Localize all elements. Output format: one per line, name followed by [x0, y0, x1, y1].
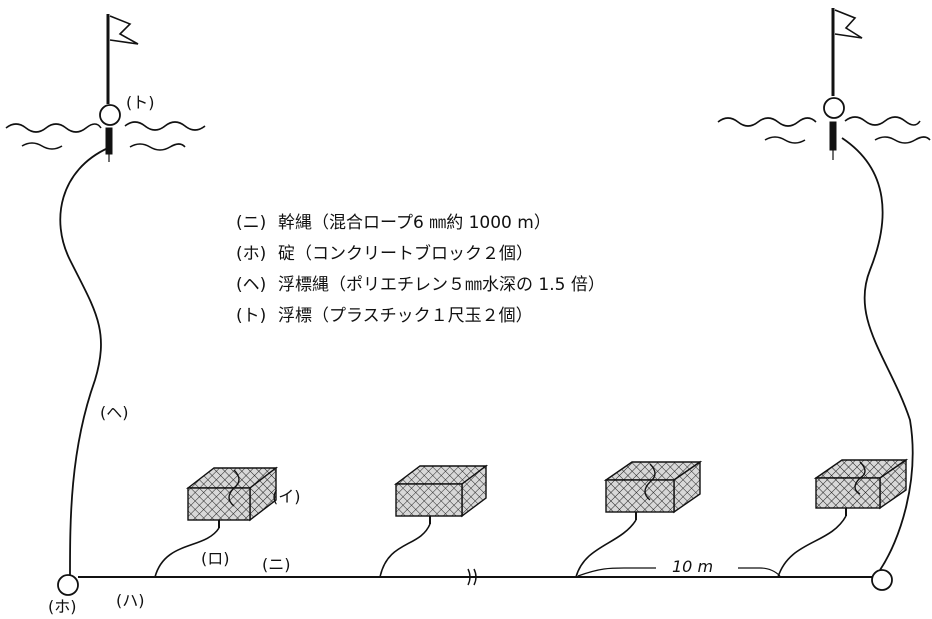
legend-key: (ヘ) — [236, 275, 267, 295]
legend-key: (ニ) — [236, 213, 267, 233]
float-buoy-left — [99, 14, 139, 162]
legend: (ニ) 幹縄（混合ロープ6 ㎜約 1000 m） (ホ) 碇（コンクリートブロック２… — [236, 208, 605, 332]
float-buoy-right — [823, 8, 863, 160]
anchor-left — [57, 574, 79, 596]
legend-text: 浮標縄（ポリエチレン５㎜水深の 1.5 倍） — [278, 275, 605, 295]
trap-1 — [154, 466, 279, 578]
legend-item-float-line: (ヘ) 浮標縄（ポリエチレン５㎜水深の 1.5 倍） — [236, 270, 605, 301]
anchor-right — [871, 569, 893, 591]
legend-item-anchor: (ホ) 碇（コンクリートブロック２個） — [236, 239, 605, 270]
spacing-dimension — [577, 567, 781, 577]
trap-4 — [777, 458, 909, 578]
float-line-left — [59, 147, 109, 577]
label-float-line: (ヘ) — [100, 403, 129, 422]
label-main-line: (ニ) — [262, 555, 291, 574]
label-connector: (ハ) — [116, 591, 145, 610]
legend-text: 浮標（プラスチック１尺玉２個） — [278, 306, 533, 326]
label-trap: (イ) — [272, 487, 301, 506]
legend-text: 碇（コンクリートブロック２個） — [278, 244, 533, 264]
legend-item-main-line: (ニ) 幹縄（混合ロープ6 ㎜約 1000 m） — [236, 208, 605, 239]
float-line-right — [841, 137, 914, 571]
trap-2 — [379, 464, 489, 578]
legend-item-float: (ト) 浮標（プラスチック１尺玉２個） — [236, 301, 605, 332]
water-surface-right — [717, 116, 931, 144]
label-float-left: (ト) — [126, 93, 155, 112]
water-surface-left — [5, 121, 206, 151]
label-branch-line: (ロ) — [201, 549, 230, 568]
trap-3 — [575, 460, 703, 578]
legend-key: (ト) — [236, 306, 267, 326]
line-break-mark — [467, 568, 477, 586]
legend-text: 幹縄（混合ロープ6 ㎜約 1000 m） — [278, 213, 551, 233]
label-anchor: (ホ) — [48, 597, 77, 616]
legend-key: (ホ) — [236, 244, 267, 264]
label-spacing: 10 m — [672, 557, 714, 576]
